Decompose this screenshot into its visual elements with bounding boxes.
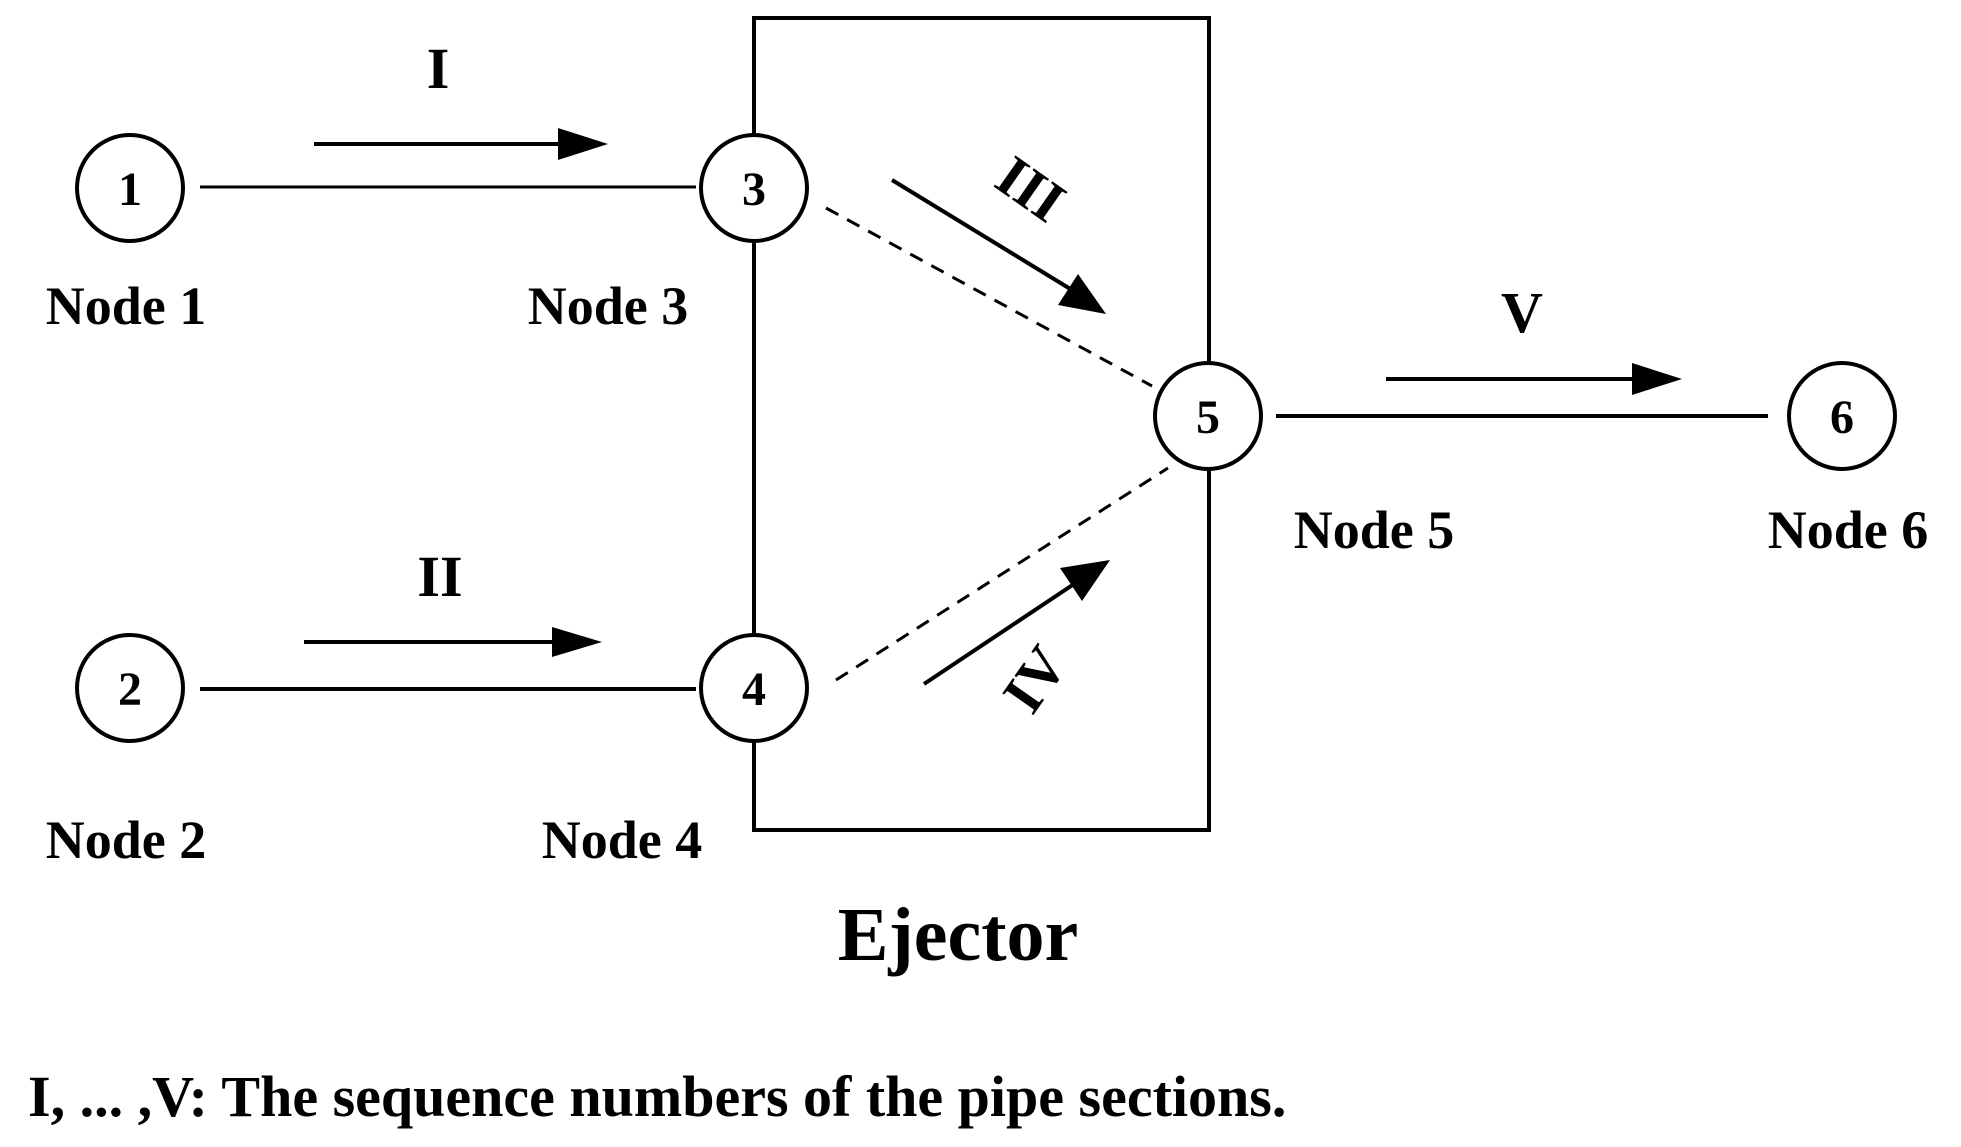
node-2: 2 <box>75 633 185 743</box>
section-numeral-3: III <box>984 143 1077 235</box>
flow-arrow-section-3 <box>890 178 1106 314</box>
pipe-section-3-dashed-line <box>825 206 1153 388</box>
pipe-section-4-dashed-line <box>835 466 1169 682</box>
flow-arrow-section-2 <box>304 627 602 657</box>
node-3-number: 3 <box>742 163 766 216</box>
node-4: 4 <box>699 633 809 743</box>
node-6-label: Node 6 <box>1768 500 1929 560</box>
section-numeral-2: II <box>417 544 462 609</box>
section-numeral-4: IV <box>990 634 1080 724</box>
node-6: 6 <box>1787 361 1897 471</box>
node-1-label: Node 1 <box>46 276 207 336</box>
node-4-label: Node 4 <box>542 810 703 870</box>
node-3: 3 <box>699 133 809 243</box>
flow-arrow-section-5 <box>1386 363 1682 395</box>
node-4-number: 4 <box>742 663 766 716</box>
node-5-label: Node 5 <box>1294 500 1455 560</box>
ejector-title: Ejector <box>838 893 1079 977</box>
ejector-boundary <box>752 16 1211 832</box>
node-5-number: 5 <box>1196 391 1220 444</box>
node-6-number: 6 <box>1830 391 1854 444</box>
section-numeral-1: I <box>427 36 450 101</box>
diagram-caption: I, ... ,V: The sequence numbers of the p… <box>28 1064 1286 1129</box>
node-1: 1 <box>75 133 185 243</box>
node-2-label: Node 2 <box>46 810 207 870</box>
flow-arrow-section-4 <box>922 560 1110 686</box>
node-1-number: 1 <box>118 163 142 216</box>
flow-arrow-section-1 <box>314 128 608 160</box>
section-numeral-5: V <box>1501 280 1543 345</box>
node-5: 5 <box>1153 361 1263 471</box>
node-3-label: Node 3 <box>528 276 689 336</box>
node-2-number: 2 <box>118 663 142 716</box>
